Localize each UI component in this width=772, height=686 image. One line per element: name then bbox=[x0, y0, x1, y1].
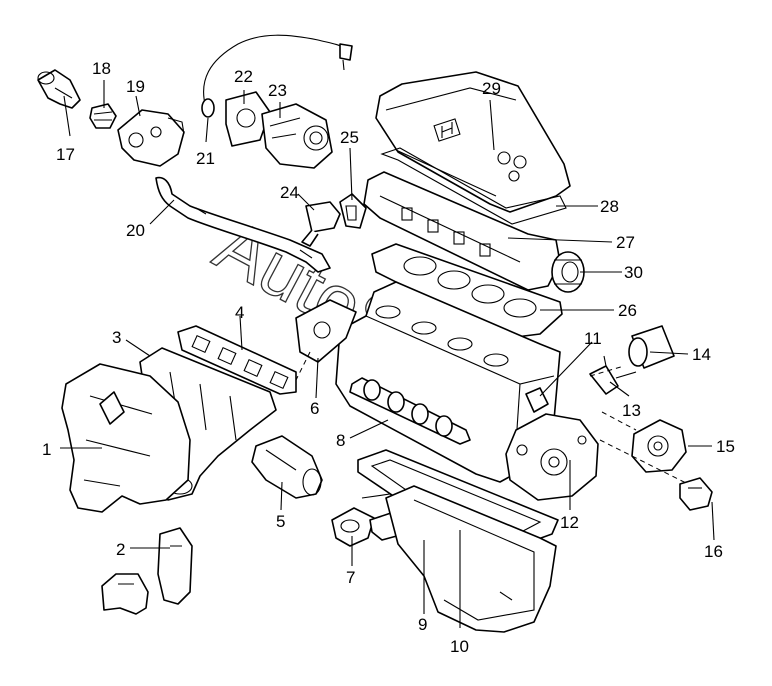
callout-1: 1 bbox=[42, 440, 51, 459]
starter-motor bbox=[251, 435, 323, 499]
callout-4: 4 bbox=[235, 303, 244, 322]
valve-cover bbox=[375, 71, 571, 213]
cam-pulley bbox=[551, 251, 585, 293]
callout-22: 22 bbox=[234, 67, 253, 86]
heat-shield bbox=[61, 363, 191, 513]
small-gasket bbox=[339, 193, 367, 229]
mounting-brackets bbox=[101, 527, 193, 615]
callout-6: 6 bbox=[310, 399, 319, 418]
callout-16: 16 bbox=[704, 542, 723, 561]
valve-cover-gasket bbox=[380, 147, 567, 225]
callout-18: 18 bbox=[92, 59, 111, 78]
callout-28: 28 bbox=[600, 197, 619, 216]
callout-14: 14 bbox=[692, 345, 711, 364]
manifold-gasket-side bbox=[295, 299, 357, 363]
callout-25: 25 bbox=[340, 128, 359, 147]
exhaust-gasket bbox=[177, 325, 297, 395]
callout-20: 20 bbox=[126, 221, 145, 240]
callout-9: 9 bbox=[418, 615, 427, 634]
callout-8: 8 bbox=[336, 431, 345, 450]
water-outlet bbox=[117, 109, 185, 167]
callout-30: 30 bbox=[624, 263, 643, 282]
callout-24: 24 bbox=[280, 183, 299, 202]
oil-pressure-sender bbox=[589, 355, 637, 395]
callout-21: 21 bbox=[196, 149, 215, 168]
callout-leaders bbox=[60, 80, 715, 628]
thermostat-housing bbox=[37, 69, 81, 109]
callout-23: 23 bbox=[268, 81, 287, 100]
callout-17: 17 bbox=[56, 145, 75, 164]
head-gasket bbox=[371, 243, 563, 339]
wire-harness bbox=[201, 34, 353, 118]
callout-11: 11 bbox=[584, 329, 602, 348]
throttle-body bbox=[261, 103, 333, 169]
callout-3: 3 bbox=[112, 328, 121, 347]
callout-numbers: 1 2 3 4 5 6 7 8 9 10 11 12 13 14 15 16 1… bbox=[42, 59, 735, 656]
throttle-gasket bbox=[225, 91, 271, 147]
callout-7: 7 bbox=[346, 568, 355, 587]
alignment-lines bbox=[295, 351, 689, 485]
callout-19: 19 bbox=[126, 77, 145, 96]
water-hose bbox=[155, 176, 331, 273]
callout-29: 29 bbox=[482, 79, 501, 98]
oil-pump bbox=[505, 413, 599, 501]
callout-2: 2 bbox=[116, 540, 125, 559]
idle-valve bbox=[679, 477, 713, 511]
callout-5: 5 bbox=[276, 512, 285, 531]
oil-filter bbox=[628, 325, 675, 369]
callout-12: 12 bbox=[560, 513, 579, 532]
callout-10: 10 bbox=[450, 637, 469, 656]
oil-pan bbox=[385, 485, 557, 633]
callout-27: 27 bbox=[616, 233, 635, 252]
temp-sensor bbox=[301, 201, 341, 247]
callout-13: 13 bbox=[622, 401, 641, 420]
water-pump bbox=[631, 419, 687, 473]
callout-15: 15 bbox=[716, 437, 735, 456]
camshaft bbox=[349, 377, 471, 445]
thermostat bbox=[89, 103, 117, 129]
callout-26: 26 bbox=[618, 301, 637, 320]
